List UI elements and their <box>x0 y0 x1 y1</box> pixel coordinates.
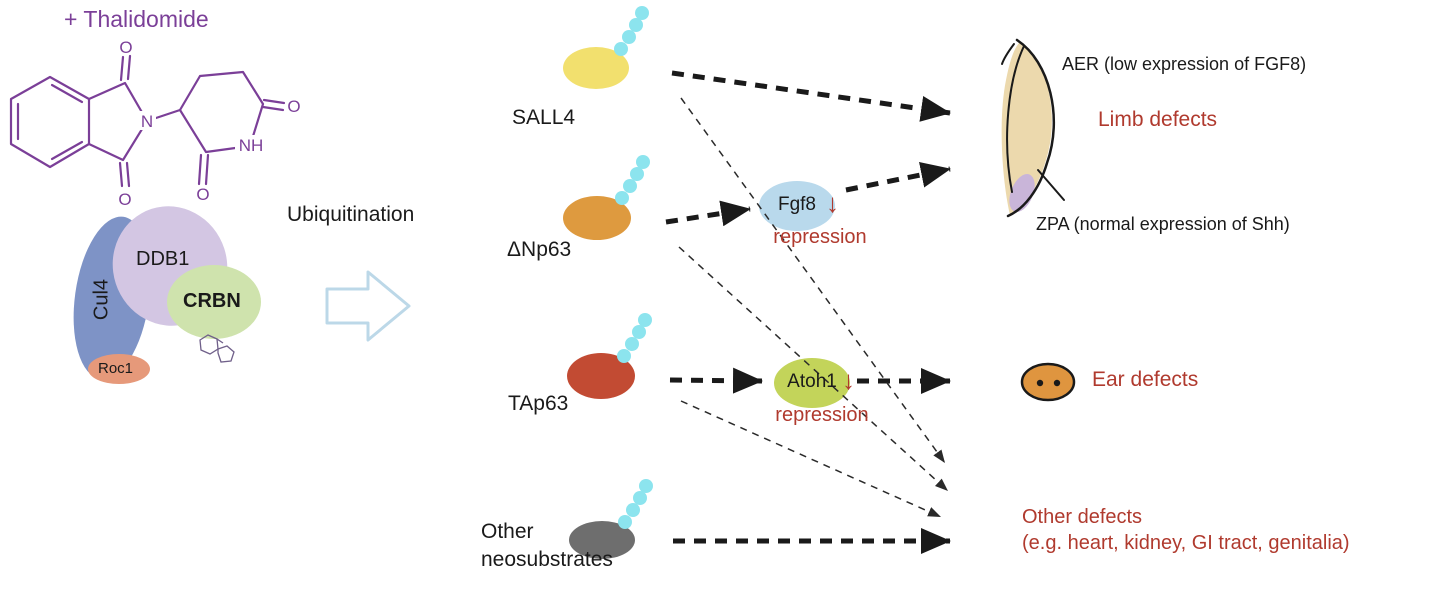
arrow-dnp63-to-fgf8 <box>665 200 751 227</box>
other-defects-label: Other defects <box>1022 506 1143 528</box>
fgf8-repression-label: repression <box>773 226 867 248</box>
bound-thalidomide-glyph <box>199 334 235 363</box>
atoh1-down-arrow-icon: ↓ <box>842 365 855 395</box>
ear-illustration <box>1020 362 1076 402</box>
atom-o-right: O <box>287 97 300 116</box>
atom-o-lower: O <box>196 185 209 204</box>
ubiquitin-chain-sall4 <box>614 6 649 56</box>
ear-dot-right <box>1053 379 1061 387</box>
cul4-label: Cul4 <box>90 278 113 321</box>
sall4-blob <box>563 47 629 89</box>
atom-o-bottom: O <box>118 190 131 209</box>
ubiquitination-label: Ubiquitination <box>287 203 415 226</box>
limb-defects-label: Limb defects <box>1098 108 1218 131</box>
limb-outline-right <box>1006 38 1056 218</box>
other-neosubstrate-blob <box>569 521 635 559</box>
roc1-blob <box>88 354 150 384</box>
crbn-blob <box>167 265 261 339</box>
ubiquitin-chain-tap63 <box>617 313 652 363</box>
zpa-label: ZPA (normal expression of Shh) <box>1036 214 1290 234</box>
ubiquitination-arrow <box>325 270 411 342</box>
thalidomide-structure: O N O O NH O <box>9 38 301 209</box>
aer-label: AER (low expression of FGF8) <box>1062 54 1307 74</box>
limb-outline-left <box>1006 45 1025 193</box>
dnp63-label: ΔNp63 <box>507 238 572 261</box>
ear-shape <box>1020 362 1076 402</box>
tap63-label: TAp63 <box>508 392 569 415</box>
zpa-region <box>1009 174 1035 212</box>
fgf8-down-arrow-icon: ↓ <box>826 188 839 218</box>
roc1-label: Roc1 <box>98 360 134 377</box>
tap63-blob <box>567 353 635 399</box>
atom-nh: NH <box>239 136 264 155</box>
ubiquitin-chain-dnp63 <box>615 155 650 205</box>
arrow-tap63-to-other <box>680 400 942 518</box>
atoh1-blob <box>774 358 850 408</box>
arrow-fgf8-to-limb <box>845 161 951 193</box>
ear-dot-left <box>1036 379 1044 387</box>
limb-top-tick <box>1001 43 1015 65</box>
ubiquitin-chain-other <box>618 479 653 529</box>
arrow-sall4-to-other <box>680 97 946 464</box>
ddb1-label: DDB1 <box>136 248 190 270</box>
fgf8-blob <box>759 181 835 231</box>
crbn-label: CRBN <box>183 290 241 312</box>
sall4-label: SALL4 <box>512 106 576 129</box>
atoh1-repression-label: repression <box>775 404 869 426</box>
benzene-ring <box>9 75 91 169</box>
limb-base-tick <box>1037 169 1065 201</box>
other-neosubstrates-label: Other neosubstrates <box>481 520 613 572</box>
atom-o-top: O <box>119 38 132 57</box>
atom-n: N <box>141 112 153 131</box>
dnp63-blob <box>563 196 631 240</box>
atoh1-label: Atoh1 <box>787 371 837 392</box>
fgf8-label: Fgf8 <box>777 194 817 215</box>
glutarimide-ring <box>178 70 265 154</box>
arrow-dnp63-to-other <box>678 246 949 492</box>
limb-bud-illustration <box>1001 38 1065 218</box>
arrow-sall4-to-limb <box>671 70 951 122</box>
ear-defects-label: Ear defects <box>1092 368 1199 391</box>
figure-title: + Thalidomide <box>64 6 209 32</box>
other-defects-detail: (e.g. heart, kidney, GI tract, genitalia… <box>1022 532 1350 554</box>
arrow-tap63-to-atoh1 <box>669 367 763 394</box>
